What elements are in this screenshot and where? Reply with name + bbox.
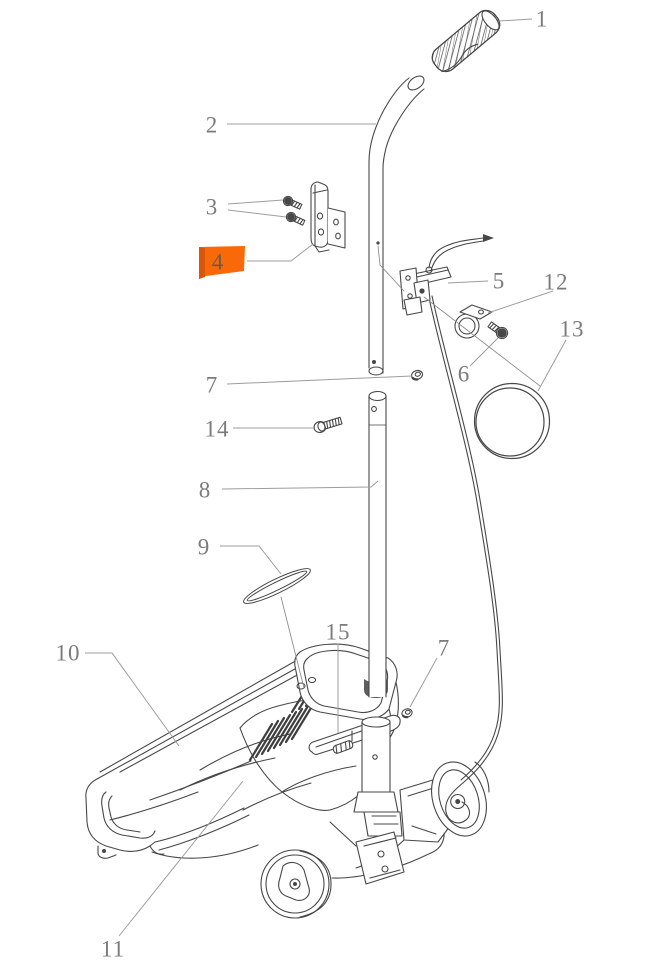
nut-upper: [410, 369, 424, 381]
screw-lower: [285, 211, 306, 226]
part-number-text: 6: [458, 362, 471, 387]
handle-bracket: [310, 181, 346, 253]
construction-lines: [280, 245, 541, 689]
part-number-text: 13: [560, 317, 585, 342]
part-label-11[interactable]: 11: [101, 780, 244, 962]
upper-handle-tube: [368, 75, 425, 376]
part-number-text: 5: [493, 269, 506, 294]
part-label-7b[interactable]: 7: [409, 636, 451, 708]
leader-line: [85, 652, 180, 747]
leader-line: [247, 243, 314, 262]
handle-bolt: [313, 416, 343, 434]
part-number-text: 7: [438, 636, 451, 661]
leader-line: [537, 339, 567, 392]
deck-rear-rim: [96, 658, 311, 780]
part-number-text: 9: [198, 535, 211, 560]
handle-assembly: [368, 9, 501, 698]
highlight-box: [199, 246, 245, 279]
part-number-text: 14: [205, 417, 230, 442]
leader-line: [227, 199, 284, 205]
part-number-text: 4: [212, 250, 225, 275]
cable-clamp: [454, 304, 493, 339]
part-number-text: 1: [536, 7, 549, 32]
height-adjuster: [329, 821, 405, 885]
vent-slats-left: [248, 701, 316, 762]
part-label-6[interactable]: 6: [458, 337, 499, 387]
leader-line: [227, 209, 287, 218]
part-number-text: 15: [326, 620, 351, 645]
sweeper-body: [85, 295, 503, 919]
throttle-lever: [399, 234, 494, 316]
screw-upper: [282, 195, 303, 210]
part-label-13[interactable]: 13: [537, 317, 585, 392]
leader-line: [409, 657, 438, 708]
part-label-4[interactable]: 4: [199, 243, 314, 279]
engine-cylinder: [353, 716, 403, 837]
leader-line: [118, 780, 244, 937]
thin-oval-ring: [243, 568, 311, 604]
deck-front-edge: [109, 760, 445, 879]
large-ring: [473, 382, 551, 460]
handle-grip: [431, 9, 501, 73]
throttle-cable: [428, 295, 503, 824]
small-parts: [243, 181, 551, 719]
leader-line: [469, 337, 499, 367]
part-label-1[interactable]: 1: [498, 7, 549, 32]
part-label-12[interactable]: 12: [487, 270, 569, 314]
leader-line: [498, 18, 533, 22]
part-label-2[interactable]: 2: [206, 113, 376, 138]
highlight-box-edge: [199, 247, 205, 279]
rear-assembly: [355, 761, 490, 869]
clamp-bolt: [487, 321, 509, 340]
front-wheel: [260, 849, 332, 919]
part-label-14[interactable]: 14: [205, 417, 315, 442]
part-label-7[interactable]: 7: [206, 373, 413, 398]
part-number-text: 8: [199, 478, 212, 503]
part-number-text: 7: [206, 373, 219, 398]
leader-line: [226, 375, 413, 385]
leader-line: [487, 290, 554, 314]
nut-lower: [401, 708, 413, 719]
deck-left-end: [85, 778, 165, 859]
part-label-8[interactable]: 8: [199, 478, 379, 503]
spring-part: [332, 739, 354, 755]
leader-line: [220, 545, 282, 575]
part-number-text: 10: [56, 641, 81, 666]
part-number-text: 3: [206, 195, 219, 220]
part-number-text: 2: [206, 113, 219, 138]
part-label-15[interactable]: 15: [326, 620, 351, 734]
part-label-9[interactable]: 9: [198, 535, 282, 575]
part-number-text: 11: [101, 937, 125, 962]
part-number-text: 12: [544, 270, 569, 295]
lower-handle-tube: [368, 390, 387, 698]
leader-line: [221, 480, 379, 490]
part-label-5[interactable]: 5: [447, 269, 506, 294]
leader-line: [447, 280, 489, 284]
part-label-10[interactable]: 10: [56, 641, 180, 747]
part-label-3[interactable]: 3: [206, 195, 287, 220]
